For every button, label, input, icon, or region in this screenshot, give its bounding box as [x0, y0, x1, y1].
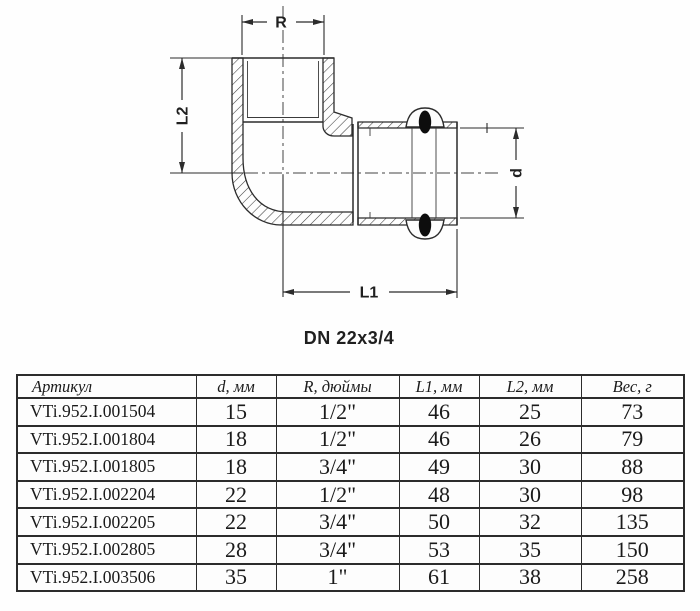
value-cell: 53: [398, 534, 480, 565]
article-cell: VTi.952.I.002204: [16, 479, 197, 510]
article-cell: VTi.952.I.002805: [16, 534, 197, 565]
spec-table: Артикул d, мм R, дюймы L1, мм L2, мм Вес…: [16, 374, 685, 593]
dimension-r: R: [241, 15, 325, 55]
dimension-d: d: [460, 123, 526, 219]
value-cell: 61: [398, 562, 480, 593]
value-cell: 73: [580, 397, 685, 427]
value-cell: 25: [478, 397, 582, 427]
value-cell: 1/2": [275, 397, 400, 427]
value-cell: 18: [195, 452, 277, 482]
col-header-l2: L2, мм: [478, 374, 582, 399]
dimension-l2: L2: [170, 57, 232, 173]
dimension-l1: L1: [283, 229, 458, 302]
dim-label-d: d: [509, 168, 526, 178]
value-cell: 32: [478, 507, 582, 537]
col-header-d: d, мм: [195, 374, 277, 399]
article-cell: VTi.952.I.002205: [16, 507, 197, 537]
technical-drawing: R L2 L1 d: [170, 6, 526, 348]
col-header-r: R, дюймы: [275, 374, 400, 399]
value-cell: 26: [478, 424, 582, 455]
value-cell: 28: [195, 534, 277, 565]
col-header-article: Артикул: [16, 374, 197, 399]
value-cell: 49: [398, 452, 480, 482]
section-right-top-wall: [322, 57, 353, 137]
article-cell: VTi.952.I.001504: [16, 397, 197, 427]
value-cell: 150: [580, 534, 685, 565]
value-cell: 98: [580, 479, 685, 510]
fitting-body: [231, 57, 458, 240]
value-cell: 1": [275, 562, 400, 593]
dim-label-l1: L1: [360, 285, 379, 302]
value-cell: 38: [478, 562, 582, 593]
value-cell: 15: [195, 397, 277, 427]
value-cell: 46: [398, 424, 480, 455]
value-cell: 50: [398, 507, 480, 537]
value-cell: 135: [580, 507, 685, 537]
value-cell: 18: [195, 424, 277, 455]
oring-bottom: [418, 213, 432, 237]
header-row: Артикул d, мм R, дюймы L1, мм L2, мм Вес…: [16, 374, 685, 399]
value-cell: 30: [478, 452, 582, 482]
centerlines: [170, 6, 502, 297]
col-header-l1: L1, мм: [398, 374, 480, 399]
value-cell: 3/4": [275, 507, 400, 537]
value-cell: 88: [580, 452, 685, 482]
article-cell: VTi.952.I.003506: [16, 562, 197, 593]
section-left-bottom-wall: [231, 57, 354, 226]
value-cell: 35: [195, 562, 277, 593]
article-cell: VTi.952.I.001804: [16, 424, 197, 455]
value-cell: 1/2": [275, 424, 400, 455]
value-cell: 1/2": [275, 479, 400, 510]
oring-top: [418, 110, 432, 134]
article-cell: VTi.952.I.001805: [16, 452, 197, 482]
value-cell: 30: [478, 479, 582, 510]
value-cell: 22: [195, 507, 277, 537]
value-cell: 79: [580, 424, 685, 455]
value-cell: 258: [580, 562, 685, 593]
col-header-weight: Вес, г: [580, 374, 685, 399]
value-cell: 46: [398, 397, 480, 427]
value-cell: 35: [478, 534, 582, 565]
dim-label-r: R: [275, 15, 287, 32]
drawing-caption: DN 22x3/4: [304, 328, 395, 348]
dim-label-l2: L2: [175, 107, 192, 126]
value-cell: 3/4": [275, 452, 400, 482]
value-cell: 48: [398, 479, 480, 510]
value-cell: 3/4": [275, 534, 400, 565]
value-cell: 22: [195, 479, 277, 510]
